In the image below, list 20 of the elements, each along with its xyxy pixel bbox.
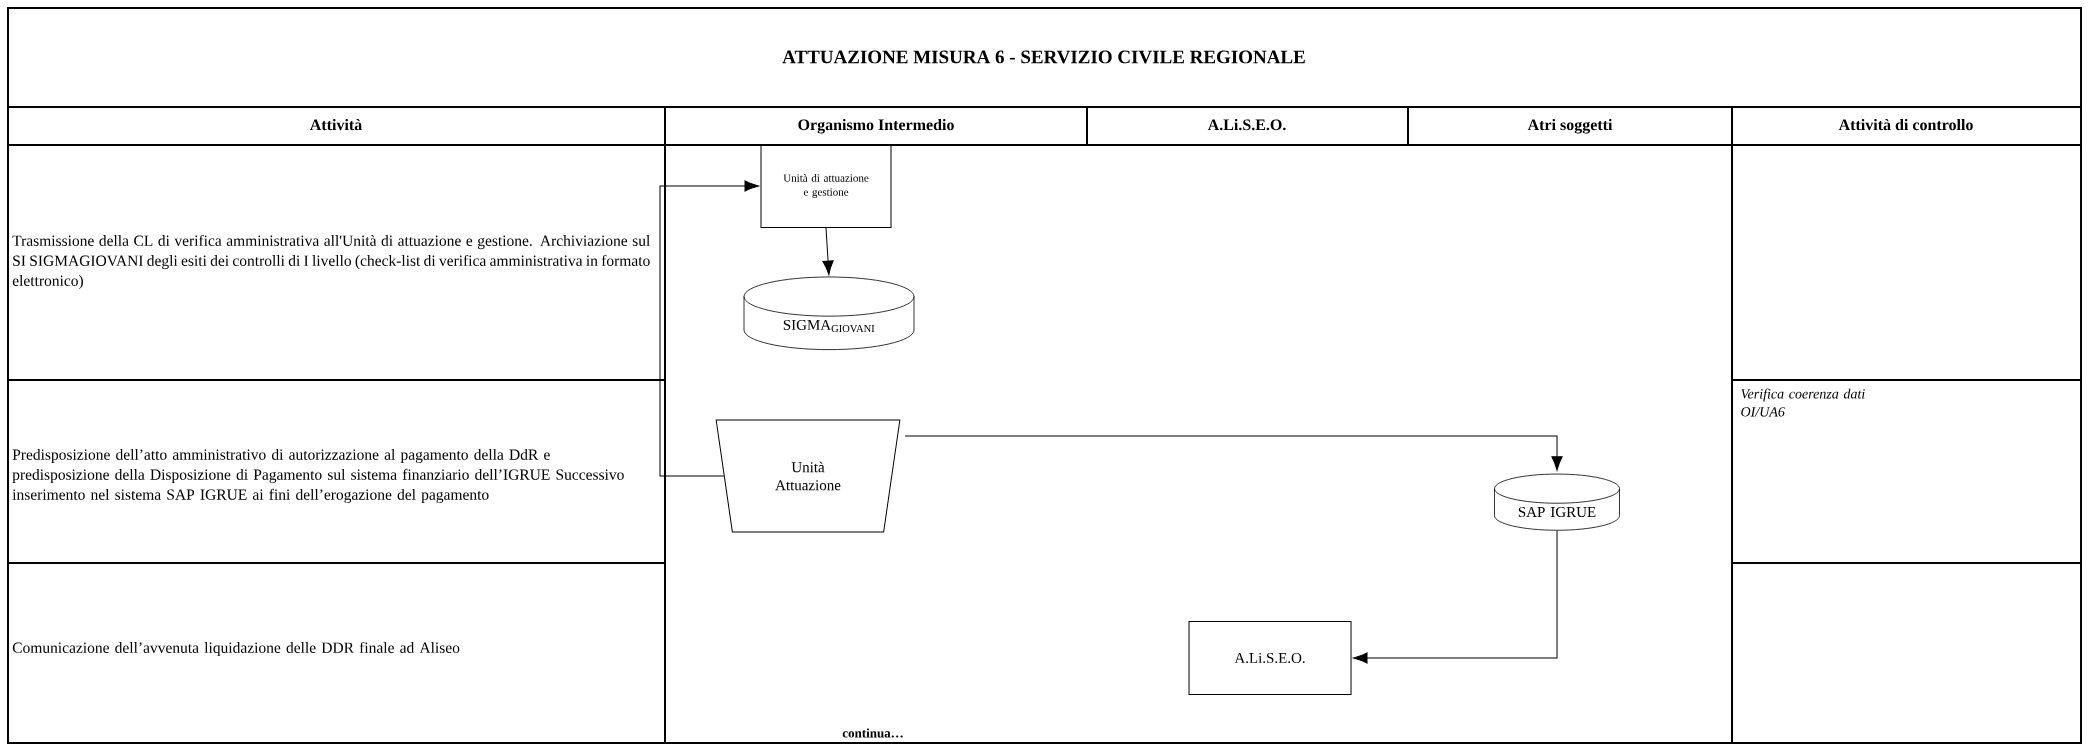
database-cylinder: SAP IGRUE bbox=[1494, 473, 1620, 531]
column-header: Atri soggetti bbox=[1527, 118, 1613, 134]
arrow bbox=[904, 435, 1563, 471]
title-text: ATTUAZIONE MISURA 6 - SERVIZIO CIVILE REGIONALE bbox=[782, 50, 1305, 64]
column-header: Organismo Intermedio bbox=[798, 118, 954, 134]
manual-operation-trapezoid: Unità Attuazione bbox=[715, 419, 901, 533]
continue-note: continua… bbox=[842, 728, 903, 738]
activity-text: Predisposizione dell’atto amministrativo di autorizzazione al pagamento della DdR e predisposizione della Disposizione di Pagamento sul sistema finanziario dell’IGRUE Successivo inserimento nel sistema SAP IGRUE ai fini dell’erogazione del pagamento bbox=[12, 448, 624, 504]
column-header: Attività bbox=[309, 118, 362, 131]
activity-text: Comunicazione dell’avvenuta liquidazione delle DDR finale ad Aliseo bbox=[12, 641, 460, 657]
control-note: Verifica coerenza dati OI/UA6 bbox=[1741, 388, 1865, 417]
activity-text: Trasmissione della CL di verifica amministrativa all'Unità di attuazione e gestione. Archiviazione sul SI SIGMAGIOVANI degli esiti dei controlli di I livello (check-list di verifica amministrativa in formato elettronico) bbox=[12, 234, 650, 290]
column-header: A.Li.S.E.O. bbox=[1207, 118, 1286, 131]
process-box: A.Li.S.E.O. bbox=[1188, 621, 1352, 695]
arrow bbox=[822, 227, 834, 275]
arrow bbox=[659, 180, 759, 477]
column-header: Attività di controllo bbox=[1838, 118, 1973, 131]
arrow bbox=[1353, 530, 1558, 664]
process-box: Unità di attuazione e gestione bbox=[760, 144, 892, 228]
database-cylinder: SIGMA$_{GIOVANI}$ bbox=[743, 276, 915, 350]
